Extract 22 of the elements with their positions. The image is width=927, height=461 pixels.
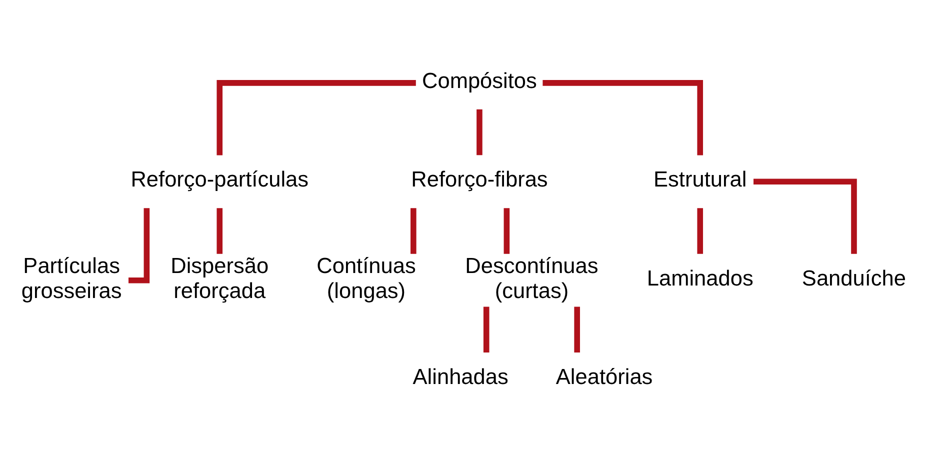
connector [410,208,416,254]
node-text: Compósitos [422,68,537,93]
connector [574,306,580,352]
node-text: Reforço-fibras [411,166,548,192]
connector [697,208,704,254]
connector [754,178,857,254]
node-text: Aleatórias [556,364,653,389]
connector [476,108,482,155]
node-text: Estrutural [654,166,747,192]
connector [483,306,490,352]
node-text: Partículas grosseiras [21,252,122,302]
connector [542,80,704,155]
node-text: Alinhadas [412,364,508,389]
node-text: Descontínuas (curtas) [465,252,598,302]
connector [216,80,416,155]
node-text: Reforço-partículas [130,166,309,192]
connector [504,208,510,254]
node-text: Sanduíche [802,264,906,290]
node-text: Laminados [646,264,754,290]
node-text: Dispersão reforçada [170,252,269,302]
connector [216,208,223,254]
node-text: Contínuas (longas) [316,252,416,302]
